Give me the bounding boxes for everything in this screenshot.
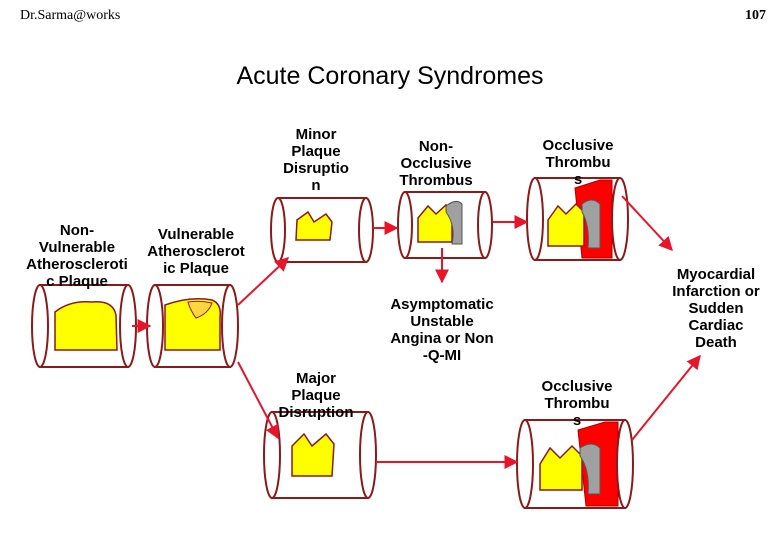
vessel-vulnerable	[146, 284, 239, 368]
author-credit: Dr.Sarma@works	[20, 8, 121, 23]
vessel-occlusive-bottom	[516, 419, 634, 509]
vessel-occlusive-top	[526, 177, 629, 261]
vessel-major-disruption	[263, 411, 377, 499]
arrow-occlusive-bottom-to-mi	[631, 354, 701, 441]
arrow-vuln-to-minor	[237, 257, 290, 306]
arrows	[132, 195, 701, 469]
page-number: 107	[745, 8, 766, 23]
arrow-occlusive-to-mi	[621, 195, 673, 252]
arrow-vuln-to-major	[237, 361, 279, 440]
plaque-non-vulnerable	[54, 300, 118, 351]
vessel-non-vulnerable	[31, 284, 137, 368]
plaque-occlusive-bottom	[539, 444, 583, 491]
thrombus-core-occlusive-top	[581, 199, 601, 249]
diagram-title: Acute Coronary Syndromes	[236, 62, 544, 90]
plaque-occlusive-top	[547, 202, 585, 247]
plaque-minor-disruption	[295, 210, 333, 241]
plaque-major-disruption	[291, 432, 335, 477]
vessel-minor-disruption	[270, 197, 374, 263]
lipid-core-vulnerable	[187, 300, 213, 319]
vessel-non-occlusive	[397, 191, 493, 259]
thrombus-non-occlusive	[445, 200, 463, 245]
thrombus-core-occlusive-bottom	[579, 443, 601, 495]
